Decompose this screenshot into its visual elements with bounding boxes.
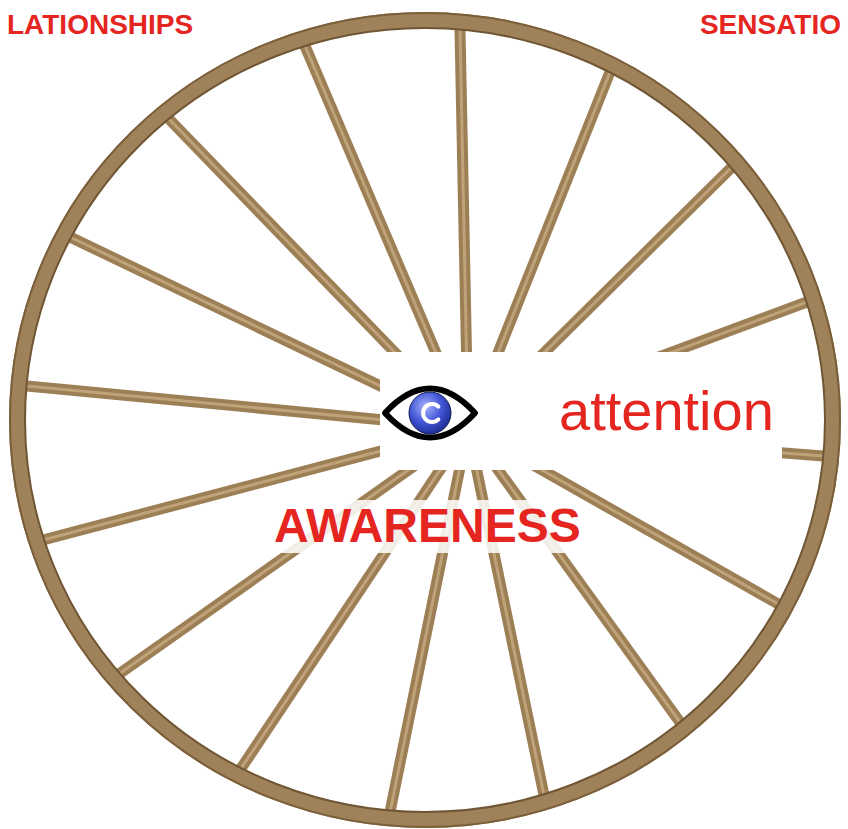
- node-label: attention: [555, 380, 782, 442]
- eye-icon: [380, 352, 555, 470]
- center-caption: AWARENESS: [271, 500, 584, 553]
- corner-heading: LATIONSHIPS: [4, 10, 196, 41]
- wheel-spokes: [27, 30, 823, 812]
- eye-box: attention: [380, 352, 782, 470]
- wheel-rim: [10, 13, 840, 827]
- corner-heading: SENSATIO: [697, 10, 844, 41]
